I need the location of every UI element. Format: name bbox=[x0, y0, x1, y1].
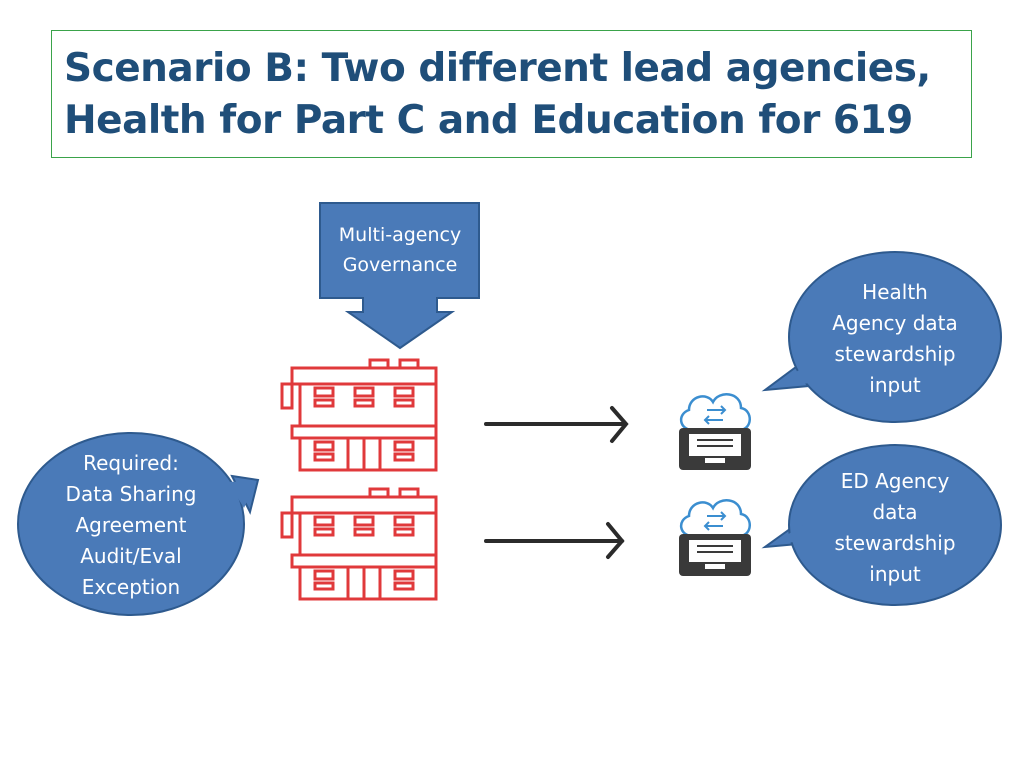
title-line-1: Scenario B: Two different lead agencies, bbox=[64, 46, 931, 91]
cloud-cabinet-icon bbox=[679, 393, 751, 470]
ed-line-2: data bbox=[872, 500, 918, 524]
governance-line-1: Multi-agency bbox=[338, 224, 462, 246]
health-line-2: Agency data bbox=[832, 311, 958, 335]
governance-label: Multi-agency Governance bbox=[320, 220, 480, 280]
arrow-right-icon bbox=[484, 522, 625, 559]
required-line-1: Required: bbox=[83, 451, 179, 475]
ed-label: ED Agency data stewardship input bbox=[795, 466, 995, 590]
governance-callout bbox=[319, 202, 480, 350]
ed-line-4: input bbox=[869, 562, 921, 586]
health-callout bbox=[761, 251, 1002, 423]
slide-title: Scenario B: Two different lead agencies,… bbox=[64, 43, 931, 147]
health-line-1: Health bbox=[862, 280, 928, 304]
arrow-right-icon bbox=[484, 406, 629, 443]
required-line-5: Exception bbox=[81, 575, 181, 599]
health-line-3: stewardship bbox=[834, 342, 956, 366]
cloud-cabinet-icon bbox=[679, 499, 751, 576]
governance-line-2: Governance bbox=[342, 254, 458, 276]
required-callout bbox=[17, 432, 260, 616]
required-line-3: Agreement bbox=[75, 513, 187, 537]
health-line-4: input bbox=[869, 373, 921, 397]
building-icon bbox=[280, 487, 438, 601]
title-box: Scenario B: Two different lead agencies,… bbox=[51, 30, 972, 158]
title-line-2: Health for Part C and Education for 619 bbox=[64, 98, 913, 143]
required-line-2: Data Sharing bbox=[65, 482, 197, 506]
building-icon bbox=[280, 358, 438, 472]
required-label: Required: Data Sharing Agreement Audit/E… bbox=[31, 448, 231, 603]
ed-line-3: stewardship bbox=[834, 531, 956, 555]
ed-callout bbox=[761, 444, 1002, 606]
required-line-4: Audit/Eval bbox=[80, 544, 182, 568]
ed-line-1: ED Agency bbox=[840, 469, 950, 493]
health-label: Health Agency data stewardship input bbox=[795, 277, 995, 401]
